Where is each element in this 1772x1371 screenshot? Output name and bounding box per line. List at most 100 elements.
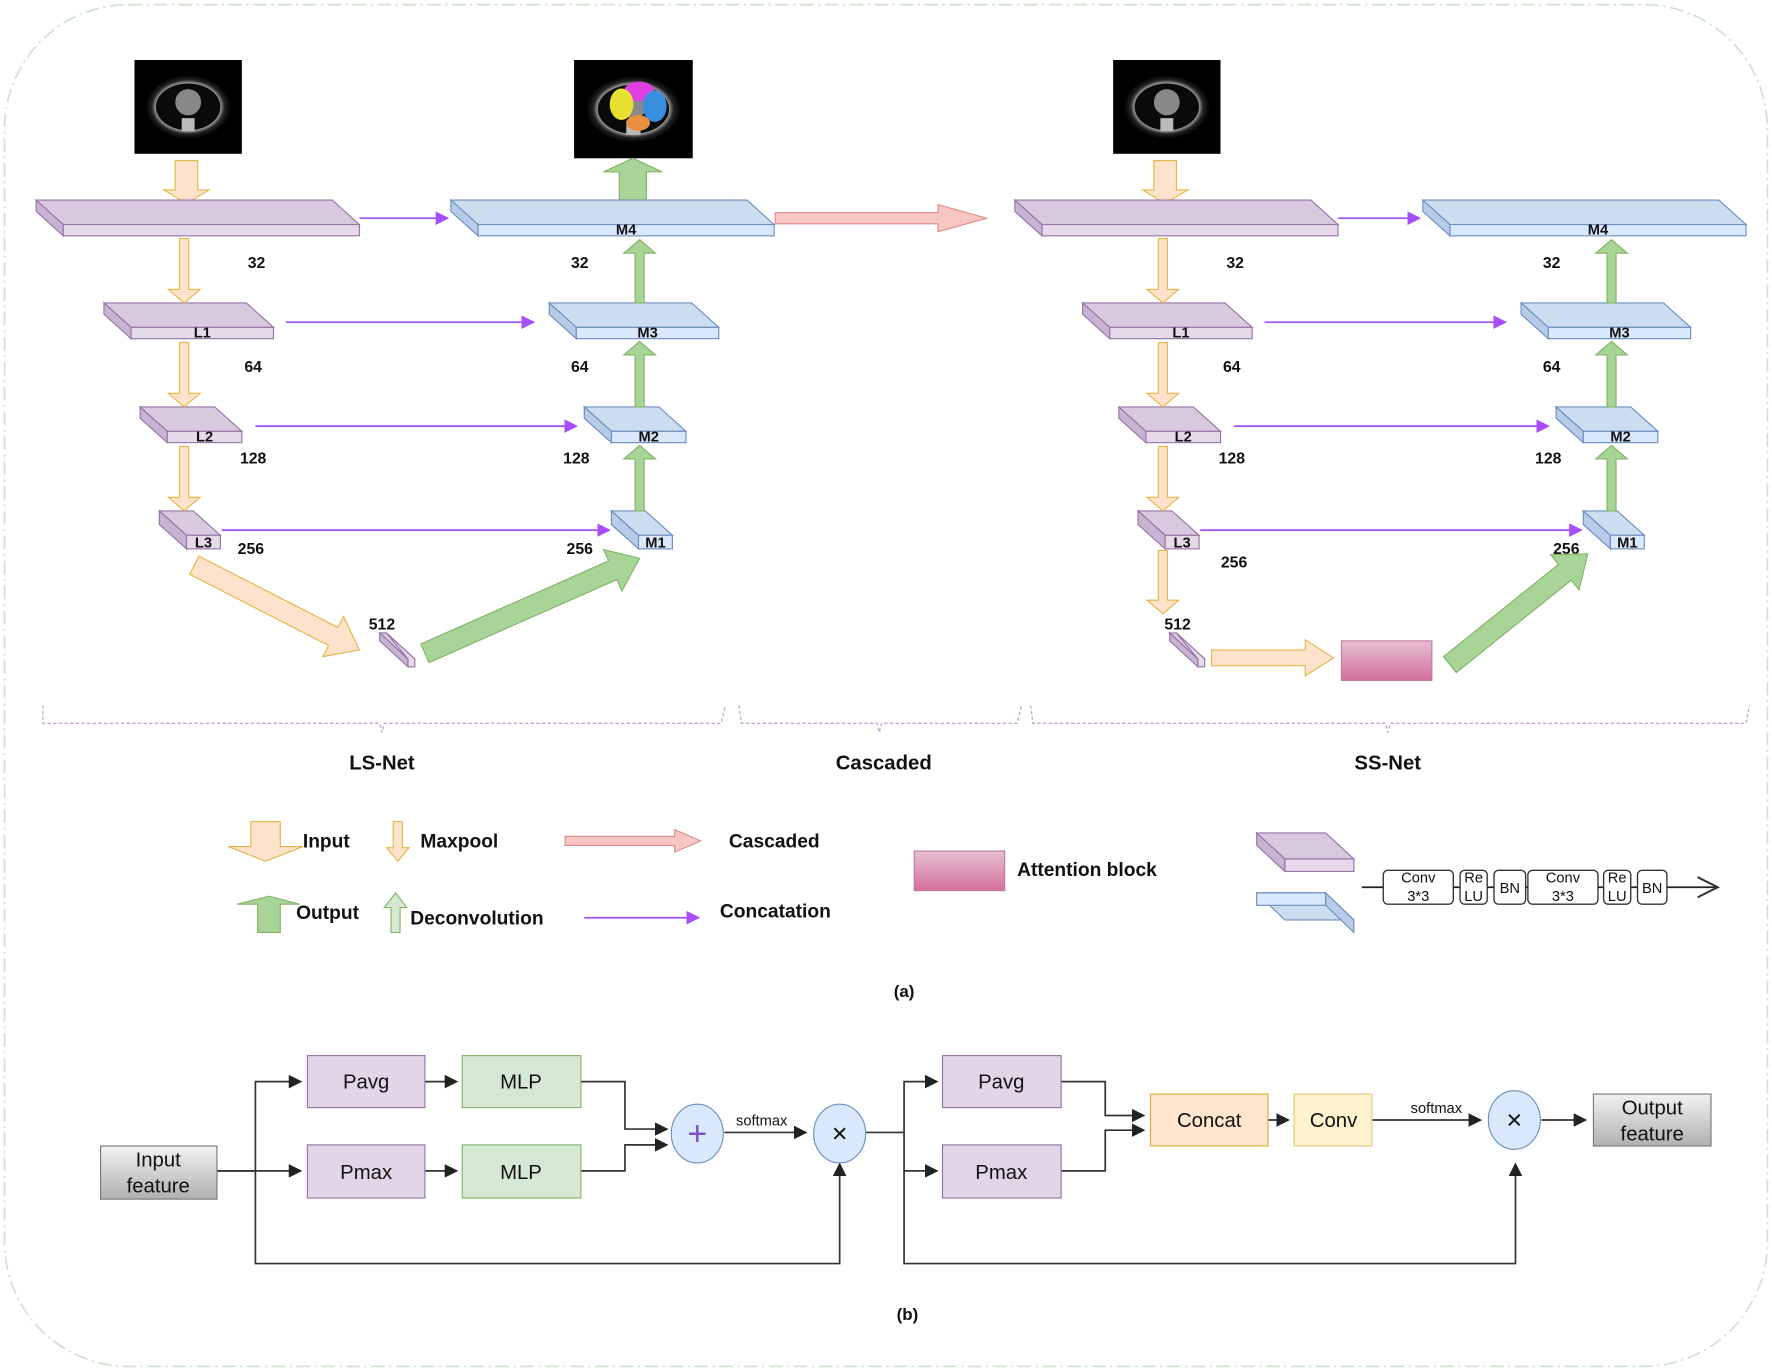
attention-module: Input feature Pavg Pmax MLP MLP + softma… <box>100 1055 1712 1265</box>
conv-block-item-3-line2: 3*3 <box>1552 889 1574 905</box>
conv-block-item-5: BN <box>1636 869 1668 905</box>
ss-input-arrow <box>1140 160 1190 205</box>
ss-encoder-block-2-label: L2 <box>1175 430 1192 446</box>
ls-down-arrow <box>188 555 361 658</box>
conv-block-item-3-line1: Conv <box>1546 871 1581 887</box>
ls-channels-dec-0: 32 <box>571 255 589 272</box>
legend-cascaded-label: Cascaded <box>729 832 820 853</box>
conv-block-item-2-line1: BN <box>1500 881 1520 897</box>
ss-channels-dec-0: 32 <box>1543 255 1561 272</box>
channel-pavg-label: Pavg <box>343 1071 389 1093</box>
ls-deconv-arrow-3 <box>622 444 657 512</box>
panel-a-caption: (a) <box>894 982 915 1001</box>
legend-concatation-label: Concatation <box>720 902 831 923</box>
ss-net-label: SS-Net <box>1354 753 1421 775</box>
ss-maxpool-arrow-3 <box>1145 445 1181 512</box>
ss-encoder-block-1: L1 <box>1081 301 1254 342</box>
ls-encoder-block-3-label: L3 <box>195 536 212 552</box>
ls-decoder-block-m1: M1 <box>609 509 674 552</box>
ss-input-image <box>1113 59 1221 154</box>
ss-deconv-arrow-1 <box>1594 238 1629 304</box>
ss-maxpool-arrow-2 <box>1145 341 1181 408</box>
channel-pmax-label: Pmax <box>340 1162 392 1184</box>
conv-block-item-2: BN <box>1493 869 1527 905</box>
ls-decoder-block-m4: M4 <box>449 198 776 239</box>
ls-input-arrow <box>161 160 212 205</box>
channel-pavg-box <box>306 1055 426 1109</box>
ss-encoder-block-1-label: L1 <box>1172 326 1189 342</box>
conv-block-item-1-line1: Re <box>1464 871 1483 887</box>
ls-encoder-block-2: L2 <box>138 405 244 446</box>
spatial-pavg-label: Pavg <box>978 1071 1024 1093</box>
conv-block-item-4-line2: LU <box>1608 889 1627 905</box>
channel-softmax-label: softmax <box>736 1114 788 1130</box>
ss-encoder-block-2: L2 <box>1117 405 1222 446</box>
ss-deconv-arrow-2 <box>1594 340 1629 408</box>
ls-deconv-arrow-2 <box>622 340 657 408</box>
ls-deconv-arrow-1 <box>622 238 657 304</box>
channel-mlp-box-2 <box>461 1144 582 1199</box>
ls-output-arrow <box>603 157 663 205</box>
ls-channels-bottleneck: 512 <box>369 617 396 634</box>
spatial-multiply-node <box>1487 1090 1541 1150</box>
output-feature-line2: feature <box>1621 1123 1684 1145</box>
ls-encoder-block-1: L1 <box>102 301 275 342</box>
ss-attention-block <box>1340 640 1433 681</box>
output-feature-box <box>1592 1093 1712 1147</box>
legend-output-arrow-icon <box>237 895 300 933</box>
spatial-pavg-box <box>941 1055 1062 1109</box>
legend-attention-block-icon <box>913 850 1006 892</box>
channel-mlp-box-1 <box>461 1055 582 1109</box>
cascaded-label: Cascaded <box>836 753 932 775</box>
ls-encoder-block-1-label: L1 <box>194 326 211 342</box>
add-icon: + <box>687 1115 707 1153</box>
conv-box <box>1293 1093 1373 1147</box>
ls-output-image <box>574 59 693 159</box>
ls-decoder-block-m4-label: M4 <box>616 223 637 239</box>
ss-maxpool-arrow-1 <box>1145 237 1181 304</box>
legend-output-label: Output <box>296 903 360 924</box>
ss-channels-enc-0: 32 <box>1226 255 1244 272</box>
ls-decoder-block-m1-label: M1 <box>645 536 665 552</box>
legend-decoder-block-icon <box>1255 891 1356 934</box>
ls-channels-enc-1: 64 <box>244 359 262 376</box>
legend: Input Maxpool Cascaded Output Deconvolut… <box>228 821 1717 934</box>
ss-decoder-block-m1-label: M1 <box>1617 536 1637 552</box>
legend-cascade-arrow-icon <box>564 828 703 854</box>
channel-multiply-icon: × <box>832 1118 848 1149</box>
input-feature-line2: feature <box>127 1175 190 1197</box>
add-node <box>670 1103 724 1164</box>
ss-up-arrow <box>1442 553 1589 674</box>
ss-decoder-block-m3: M3 <box>1519 301 1693 342</box>
ls-bottleneck-block <box>378 631 417 669</box>
ls-channels-dec-1: 64 <box>571 359 589 376</box>
channel-multiply-node <box>813 1103 867 1164</box>
ss-encoder-block-3: L3 <box>1136 509 1201 552</box>
ss-channels-enc-3: 256 <box>1221 554 1248 571</box>
ss-maxpool-arrow-4 <box>1145 549 1181 615</box>
conv-block-item-0-line2: 3*3 <box>1407 889 1429 905</box>
ls-net-label: LS-Net <box>349 753 415 775</box>
ss-decoder-block-m4-label: M4 <box>1588 223 1609 239</box>
spatial-pmax-label: Pmax <box>975 1162 1027 1184</box>
legend-input-arrow-icon <box>228 821 304 862</box>
input-feature-line1: Input <box>136 1149 182 1171</box>
channel-mlp-label-1: MLP <box>500 1071 542 1093</box>
ls-up-arrow <box>420 548 641 664</box>
legend-deconvolution-arrow-icon <box>383 891 408 933</box>
ss-channels-enc-2: 128 <box>1219 450 1246 467</box>
ss-to-attention-arrow <box>1210 638 1335 677</box>
channel-mlp-label-2: MLP <box>500 1162 542 1184</box>
ss-encoder-block-0 <box>1013 198 1340 238</box>
spatial-multiply-icon: × <box>1506 1104 1522 1135</box>
legend-encoder-block-icon <box>1255 831 1356 873</box>
ls-encoder-block-3: L3 <box>157 509 222 552</box>
conv-label: Conv <box>1310 1110 1358 1132</box>
ss-channels-bottleneck: 512 <box>1164 617 1191 634</box>
concat-label: Concat <box>1177 1110 1242 1132</box>
ls-maxpool-arrow-2 <box>166 341 202 408</box>
